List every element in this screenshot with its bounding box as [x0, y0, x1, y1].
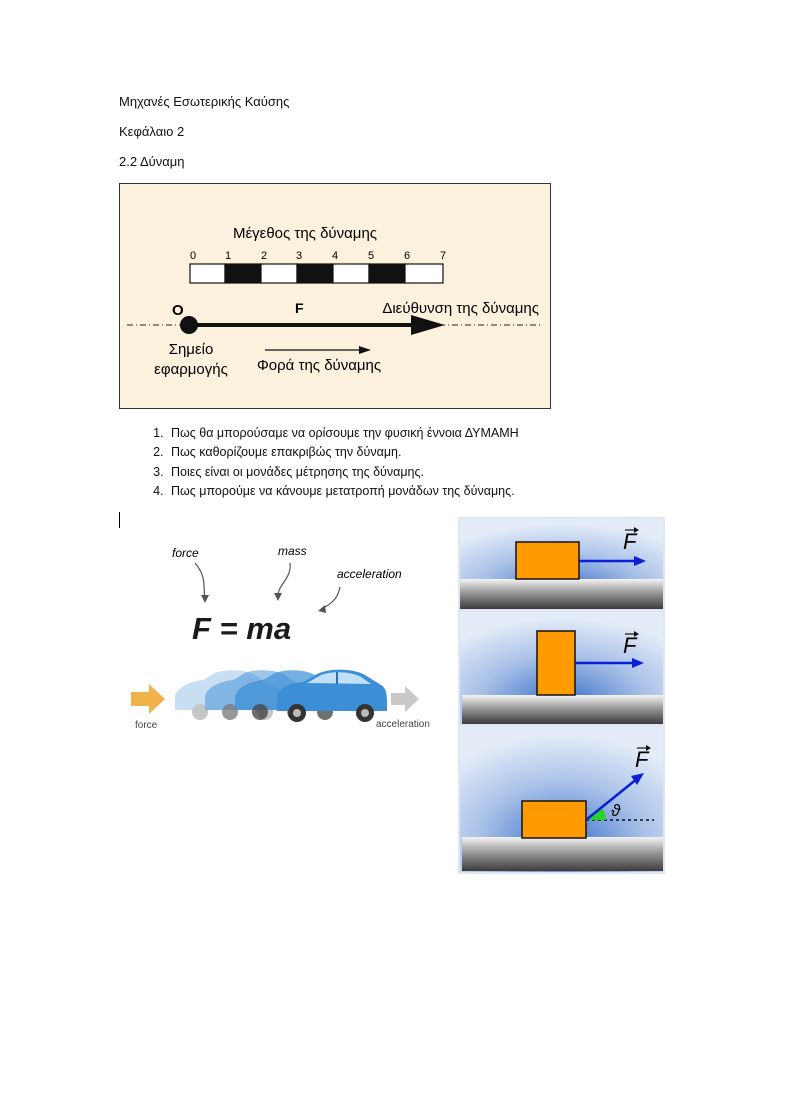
direction-label: Διεύθυνση της δύναμης — [382, 300, 539, 317]
force-label: F — [623, 529, 638, 554]
scale-tick: 2 — [261, 250, 267, 262]
text-cursor — [119, 512, 120, 528]
acceleration-annotation-arrowhead — [318, 605, 326, 613]
newton-second-law-figure: force mass acceleration F = ma force — [131, 544, 430, 731]
scale-title: Μέγεθος της δύναμης — [233, 225, 377, 242]
figure-background — [119, 183, 551, 409]
scale-tick: 6 — [404, 250, 410, 262]
acceleration-annotation: acceleration — [337, 567, 402, 581]
scale-tick: 5 — [368, 250, 374, 262]
scale-ticks: 0 1 2 3 4 5 6 7 — [190, 250, 446, 262]
vector-label: F — [295, 300, 304, 316]
question-item: Πως καθορίζουμε επακριβώς την δύναμη. — [167, 443, 767, 462]
question-item: Ποιες είναι οι μονάδες μέτρησης της δύνα… — [167, 463, 767, 482]
question-item: Πως θα μπορούσαμε να ορίσουμε την φυσική… — [167, 424, 767, 443]
block — [521, 800, 587, 839]
scale-tick: 4 — [332, 250, 338, 262]
origin-label: O — [172, 302, 184, 319]
scale-tick: 7 — [440, 250, 446, 262]
header-chapter: Κεφάλαιο 2 — [119, 124, 185, 139]
force-annotation: force — [172, 546, 199, 560]
force-vector-arrowhead — [411, 315, 445, 335]
equation: F = ma — [192, 611, 291, 646]
header-course-title: Μηχανές Εσωτερικής Καύσης — [119, 94, 290, 109]
sense-label: Φορά της δύναμης — [257, 357, 381, 374]
force-arrowhead — [632, 658, 644, 668]
bottom-acceleration-label: acceleration — [376, 719, 430, 730]
question-list: Πως θα μπορούσαμε να ορίσουμε την φυσική… — [119, 424, 767, 501]
bottom-force-label: force — [135, 720, 158, 731]
force-vector-figure: Μέγεθος της δύναμης 0 1 2 3 4 5 6 7 O F … — [119, 183, 551, 409]
scale-tick: 1 — [225, 250, 231, 262]
force-arrowhead — [631, 773, 644, 785]
force-annotation-arrow — [194, 562, 206, 600]
block-force-figure: F F ϑ F — [458, 517, 665, 874]
panel-1: F — [460, 519, 663, 609]
mass-annotation-arrowhead — [274, 593, 282, 601]
force-label: F — [635, 747, 650, 772]
panel-2: F — [460, 612, 663, 724]
block — [536, 630, 576, 696]
question-item: Πως μπορούμε να κάνουμε μετατροπή μονάδω… — [167, 482, 767, 501]
acceleration-arrow — [391, 686, 419, 712]
force-arrow — [131, 684, 165, 714]
scale-tick: 0 — [190, 250, 196, 262]
mass-annotation-arrow — [277, 562, 291, 598]
mass-annotation: mass — [278, 544, 307, 558]
car — [277, 669, 387, 722]
angle-label: ϑ — [611, 801, 621, 820]
block — [515, 541, 580, 580]
force-label: F — [623, 633, 638, 658]
application-point-label-2: εφαρμογής — [154, 361, 228, 378]
acceleration-annotation-arrow — [320, 586, 341, 610]
force-arrow — [585, 777, 639, 821]
application-point-label-1: Σημείο — [169, 341, 214, 358]
force-arrowhead — [634, 556, 646, 566]
panel-3: ϑ F — [460, 727, 663, 872]
section-title: 2.2 Δύναμη — [119, 154, 185, 169]
application-point — [180, 316, 198, 334]
scale-tick: 3 — [296, 250, 302, 262]
scale-bar — [189, 263, 444, 284]
force-annotation-arrowhead — [201, 595, 209, 603]
sense-arrowhead — [359, 346, 371, 354]
